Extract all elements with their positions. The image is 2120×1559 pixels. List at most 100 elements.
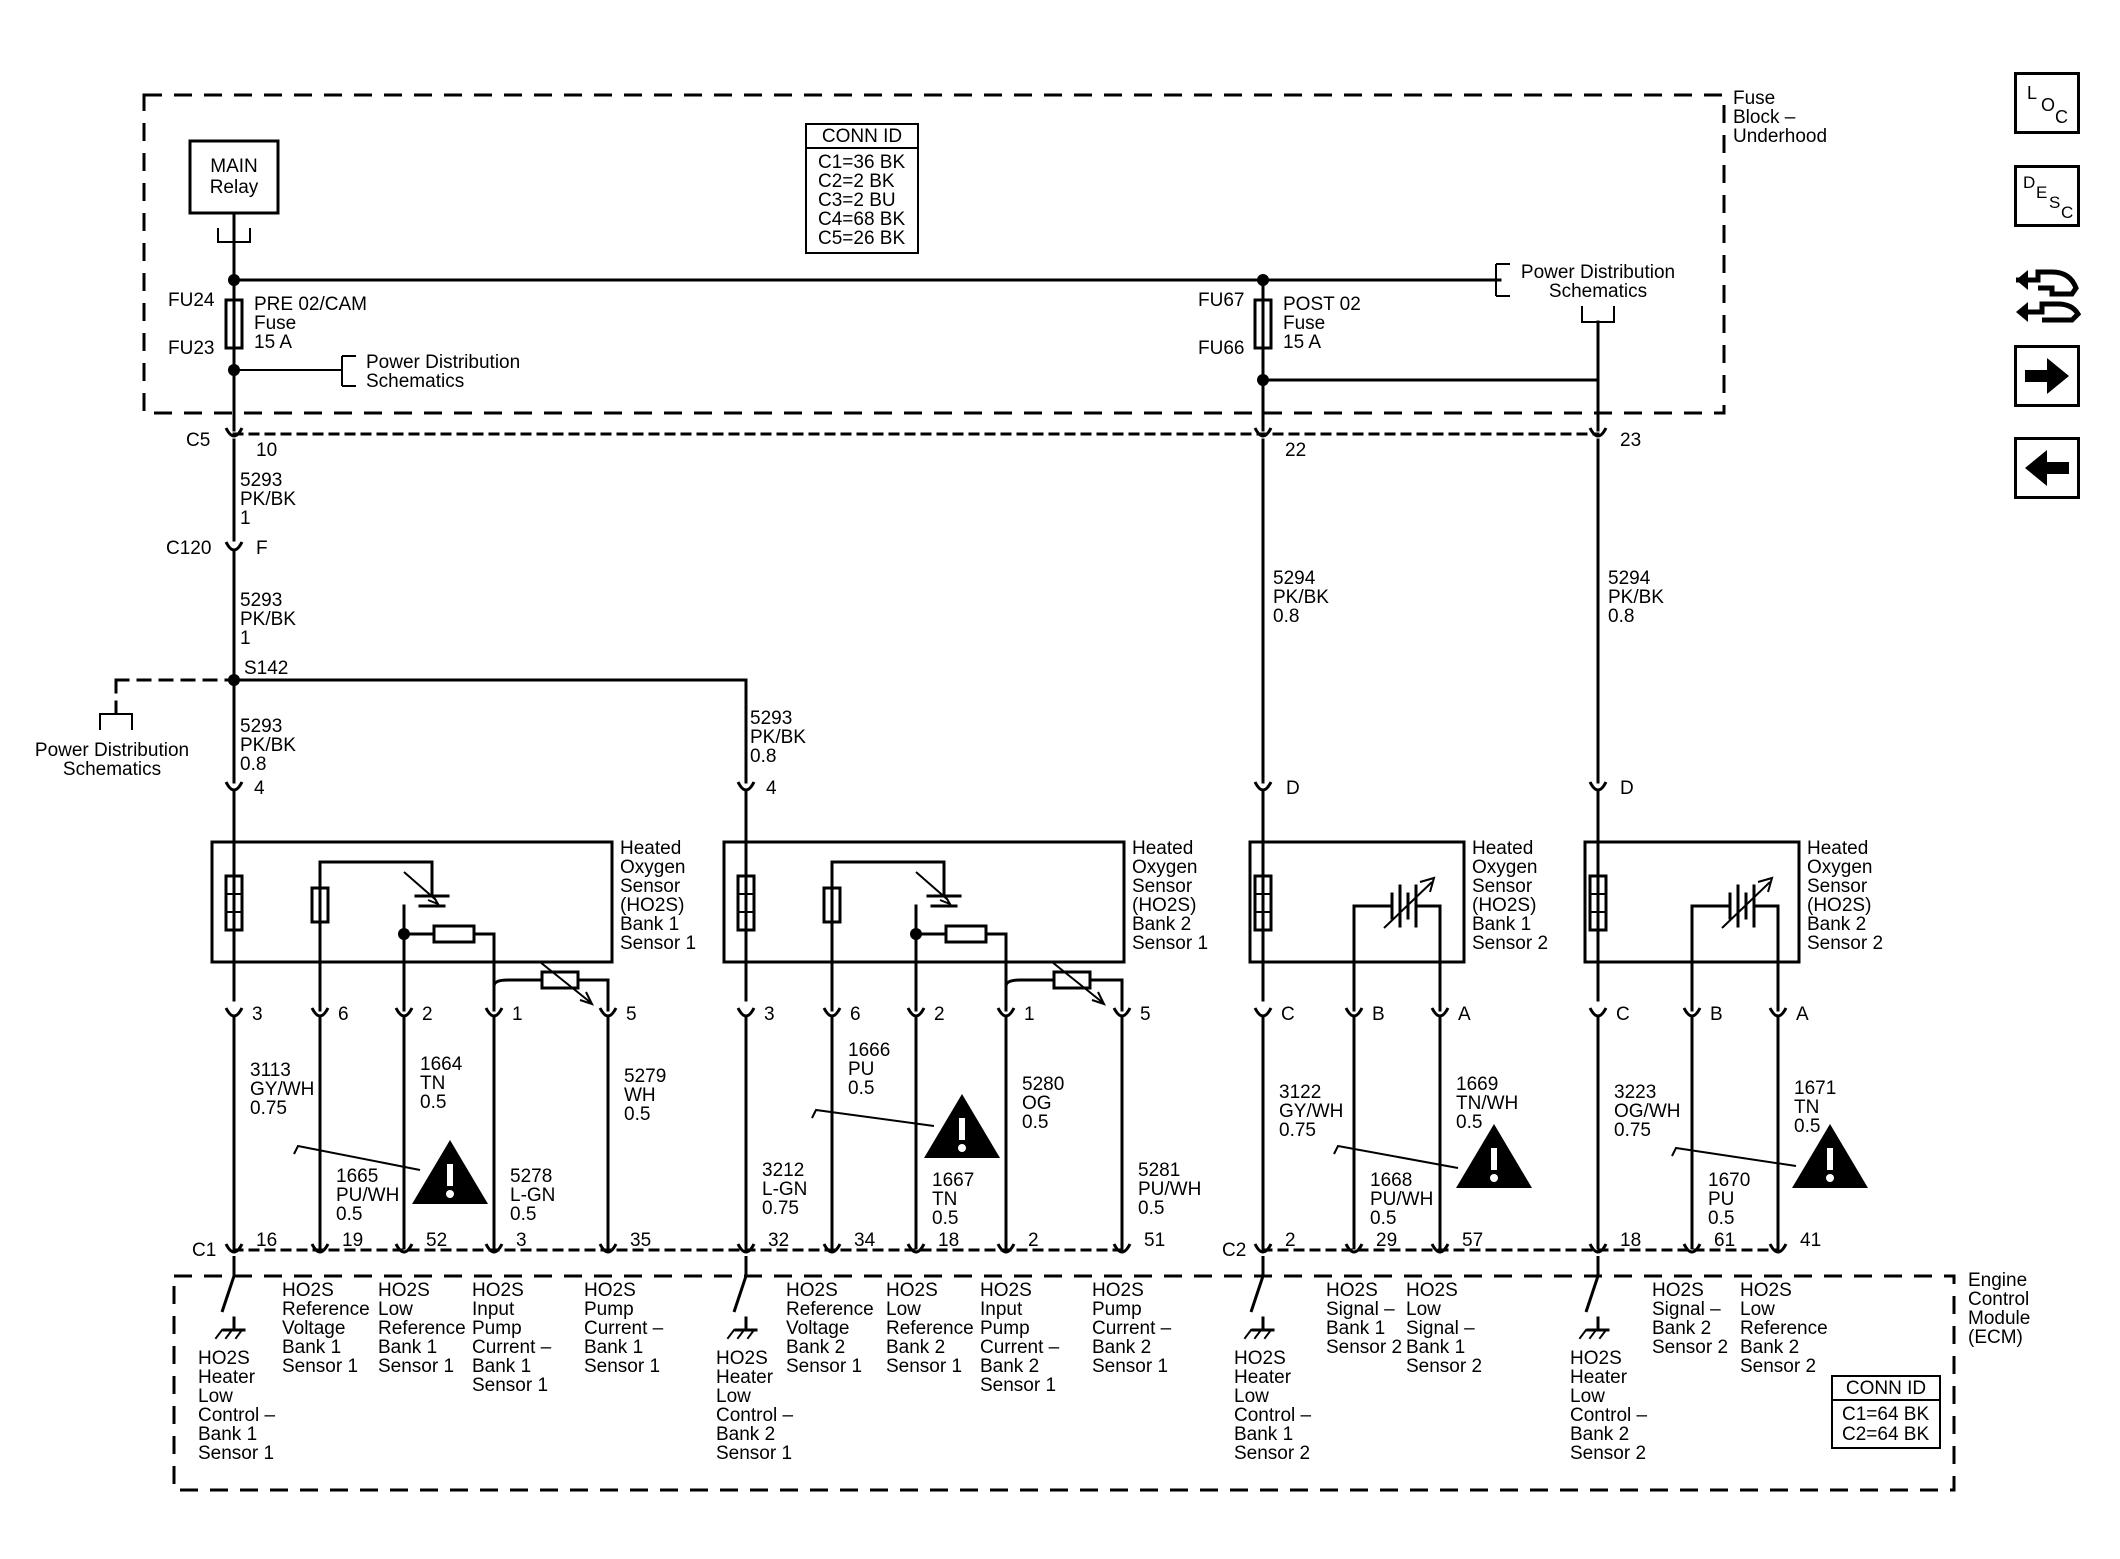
ecm-label: HO2S [1406, 1280, 1458, 1301]
ecm-label: HO2S [1740, 1280, 1792, 1301]
ground-hatch [1588, 1328, 1598, 1340]
ground-hatch [1243, 1328, 1253, 1340]
connector-pin [394, 1007, 414, 1018]
wire-spec: PK/BK [1273, 587, 1329, 608]
pin-number: 34 [854, 1230, 876, 1251]
pin-number: 22 [1285, 440, 1306, 461]
wire-spec: TN [932, 1189, 957, 1210]
ecm-label: Sensor 2 [1570, 1443, 1646, 1464]
ecm-label: Pump [1092, 1299, 1142, 1320]
pin-number: 61 [1714, 1230, 1735, 1251]
pin-number: 18 [938, 1230, 959, 1251]
wire-spec: 3223 [1614, 1082, 1656, 1103]
connector-pin [996, 1243, 1016, 1254]
svg-text:C: C [2061, 203, 2073, 222]
ecm-label: HO2S [198, 1348, 250, 1369]
ecm-label: HO2S [786, 1280, 838, 1301]
ecm-label: Sensor 1 [786, 1356, 862, 1377]
pin-number: F [256, 538, 268, 559]
variable-arrow [1383, 876, 1436, 929]
ecm-label: Reference [1740, 1318, 1828, 1339]
sensor-wire [1004, 978, 1054, 1000]
wire-spec: 1667 [932, 1170, 974, 1191]
connector-pin [598, 1007, 618, 1018]
ecm-label: HO2S [1570, 1348, 1622, 1369]
pin-number: 5 [626, 1004, 637, 1025]
fuse-id: FU24 [168, 290, 215, 311]
ecm-label: Sensor 2 [1652, 1337, 1728, 1358]
power-dist-label: Power Distribution [1521, 262, 1675, 283]
wire-spec: L-GN [762, 1179, 807, 1200]
desc-icon: D E S C [2023, 173, 2073, 222]
ground-hatch [736, 1328, 746, 1340]
fuse-id: FU67 [1198, 290, 1244, 311]
ecm-label: Low [1570, 1386, 1605, 1407]
wire-spec: 0.5 [848, 1078, 874, 1099]
heater-element [1253, 874, 1273, 932]
connector-pin [224, 1007, 244, 1018]
ground-hatch [1578, 1328, 1588, 1340]
fuse-block-title: Fuse [1733, 88, 1775, 109]
connector-pin [736, 781, 756, 792]
conn-id-row: C4=68 BK [818, 209, 905, 230]
sensor-box [722, 840, 1126, 964]
connector-pin [1253, 781, 1273, 792]
wire-spec: 5294 [1608, 568, 1651, 589]
loc-icon: L O C [2027, 83, 2068, 127]
wire-spec: PK/BK [1608, 587, 1664, 608]
c1-label: C1 [192, 1240, 216, 1261]
conn-id-header: CONN ID [1846, 1378, 1926, 1399]
ecm-label: Pump [980, 1318, 1030, 1339]
fuse-id: FU66 [1198, 338, 1244, 359]
ecm-label: Control – [716, 1405, 794, 1426]
ecm-label: HO2S [980, 1280, 1032, 1301]
ecm-label: HO2S [716, 1348, 768, 1369]
wire-spec: 0.5 [510, 1204, 536, 1225]
ecm-title: Control [1968, 1289, 2029, 1310]
ecm-label: Sensor 1 [378, 1356, 454, 1377]
wire-spec: PK/BK [240, 735, 296, 756]
ecm-label: Reference [378, 1318, 466, 1339]
connector-pin [906, 1007, 926, 1018]
pump-cell-resistor [540, 970, 580, 990]
arrow-left-icon [2025, 450, 2069, 486]
ecm-label: HO2S [1234, 1348, 1286, 1369]
ecm-title: Engine [1968, 1270, 2027, 1291]
wire-spec: TN [1794, 1097, 1819, 1118]
ecm-label: Reference [282, 1299, 370, 1320]
ecm-label: Sensor 1 [716, 1443, 792, 1464]
power-dist-label: Power Distribution [35, 740, 189, 761]
wire-spec: 5293 [240, 470, 282, 491]
wire-spec: 3212 [762, 1160, 804, 1181]
warning-icon-dot [1490, 1174, 1498, 1182]
pump-cell-resistor [1052, 970, 1092, 990]
variable-arrow [1051, 961, 1106, 1006]
twisted-pair-marker [1333, 1144, 1459, 1169]
ecm-label: Bank 2 [980, 1356, 1039, 1377]
pin-number: 35 [630, 1230, 651, 1251]
next-page-button[interactable] [2014, 345, 2080, 407]
wire-spec: 0.5 [624, 1104, 650, 1125]
twisted-pair-marker [811, 1108, 935, 1127]
ground-hatch [726, 1328, 736, 1340]
ecm-title: Module [1968, 1308, 2030, 1329]
fuse-post02-label: POST 02 [1283, 294, 1361, 315]
ecm-title: (ECM) [1968, 1327, 2023, 1348]
ecm-label: Bank 2 [786, 1337, 845, 1358]
ecm-label: Sensor 1 [886, 1356, 962, 1377]
ecm-label: Sensor 1 [282, 1356, 358, 1377]
connector-pin [1344, 1243, 1364, 1254]
wire-spec: 5293 [240, 590, 282, 611]
svg-text:C: C [2055, 107, 2068, 127]
wire-spec: 0.8 [750, 746, 776, 767]
ecm-label: HO2S [378, 1280, 430, 1301]
connector-view-button[interactable] [2012, 258, 2084, 328]
connector-pin [1430, 1007, 1450, 1018]
description-button[interactable]: D E S C [2014, 165, 2080, 227]
conn-id-row: C1=64 BK [1842, 1404, 1929, 1425]
previous-page-button[interactable] [2014, 437, 2080, 499]
wire-spec: 0.8 [240, 754, 266, 775]
warning-icon-mark [447, 1164, 453, 1186]
location-button[interactable]: L O C [2014, 72, 2080, 134]
sensor-label: (HO2S) [1807, 895, 1871, 916]
